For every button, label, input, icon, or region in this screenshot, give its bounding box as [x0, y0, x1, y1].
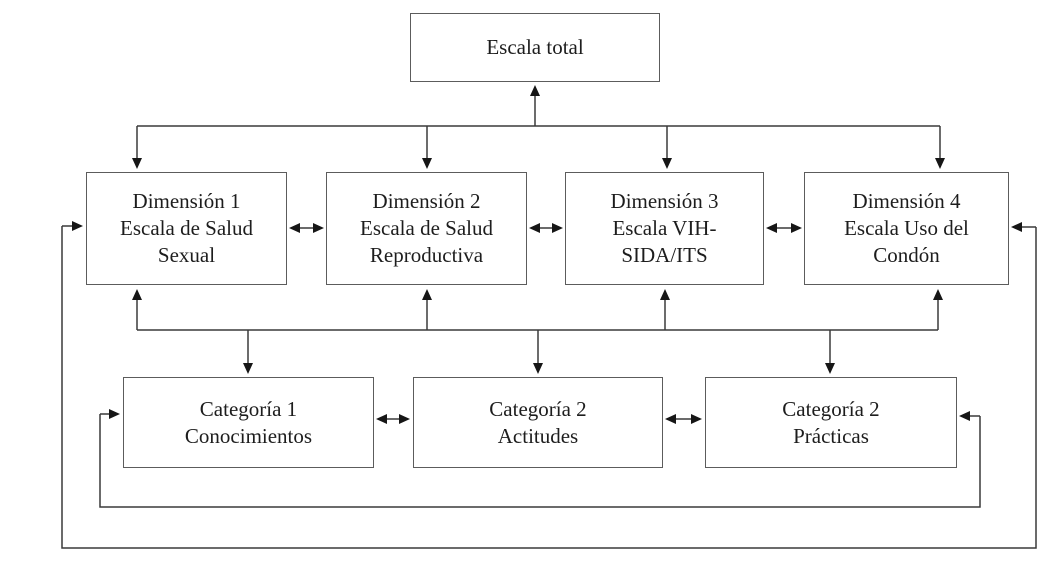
- box-dimension-1: Dimensión 1 Escala de Salud Sexual: [86, 172, 287, 285]
- inner-feedback-loop: [99, 414, 981, 508]
- box-category-1-label: Categoría 1 Conocimientos: [184, 396, 313, 448]
- box-category-2: Categoría 2 Actitudes: [413, 377, 663, 468]
- box-category-3-label: Categoría 2 Prácticas: [782, 396, 880, 448]
- box-dimension-3: Dimensión 3 Escala VIH- SIDA/ITS: [565, 172, 764, 285]
- box-dimension-2-label: Dimensión 2 Escala de Salud Reproductiva: [360, 189, 493, 267]
- box-escala-total: Escala total: [410, 13, 660, 82]
- box-category-3: Categoría 2 Prácticas: [705, 377, 957, 468]
- box-category-2-label: Categoría 2 Actitudes: [489, 396, 587, 448]
- box-dimension-4: Dimensión 4 Escala Uso del Condón: [804, 172, 1009, 285]
- box-dimension-3-label: Dimensión 3 Escala VIH- SIDA/ITS: [610, 189, 719, 267]
- box-dimension-4-label: Dimensión 4 Escala Uso del Condón: [844, 189, 969, 267]
- box-dimension-1-label: Dimensión 1 Escala de Salud Sexual: [120, 189, 253, 267]
- outer-feedback-loop: [61, 226, 1037, 549]
- box-escala-total-label: Escala total: [486, 35, 584, 59]
- box-dimension-2: Dimensión 2 Escala de Salud Reproductiva: [326, 172, 527, 285]
- box-category-1: Categoría 1 Conocimientos: [123, 377, 374, 468]
